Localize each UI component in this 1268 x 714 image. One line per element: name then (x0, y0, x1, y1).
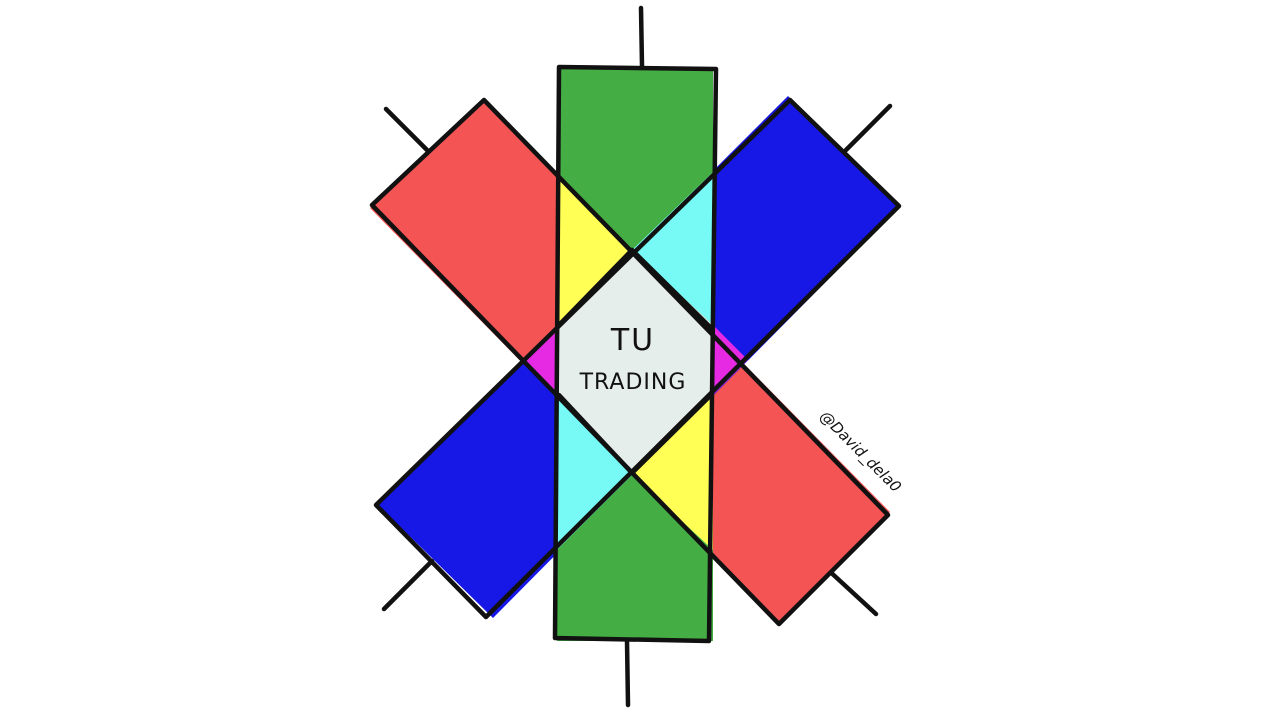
yellow-overlap-bottom-right (632, 395, 713, 550)
candle-outlines (369, 64, 902, 644)
title-line-1: TU (610, 323, 655, 358)
candle-wicks (381, 5, 893, 708)
magenta-overlap-left (522, 325, 557, 395)
cyan-overlap-top-right (632, 172, 713, 325)
center-diamond (557, 250, 713, 475)
cyan-overlap-bottom-left (557, 395, 632, 550)
yellow-overlap-top-left (557, 172, 632, 325)
title-line-2: TRADING (579, 370, 687, 395)
